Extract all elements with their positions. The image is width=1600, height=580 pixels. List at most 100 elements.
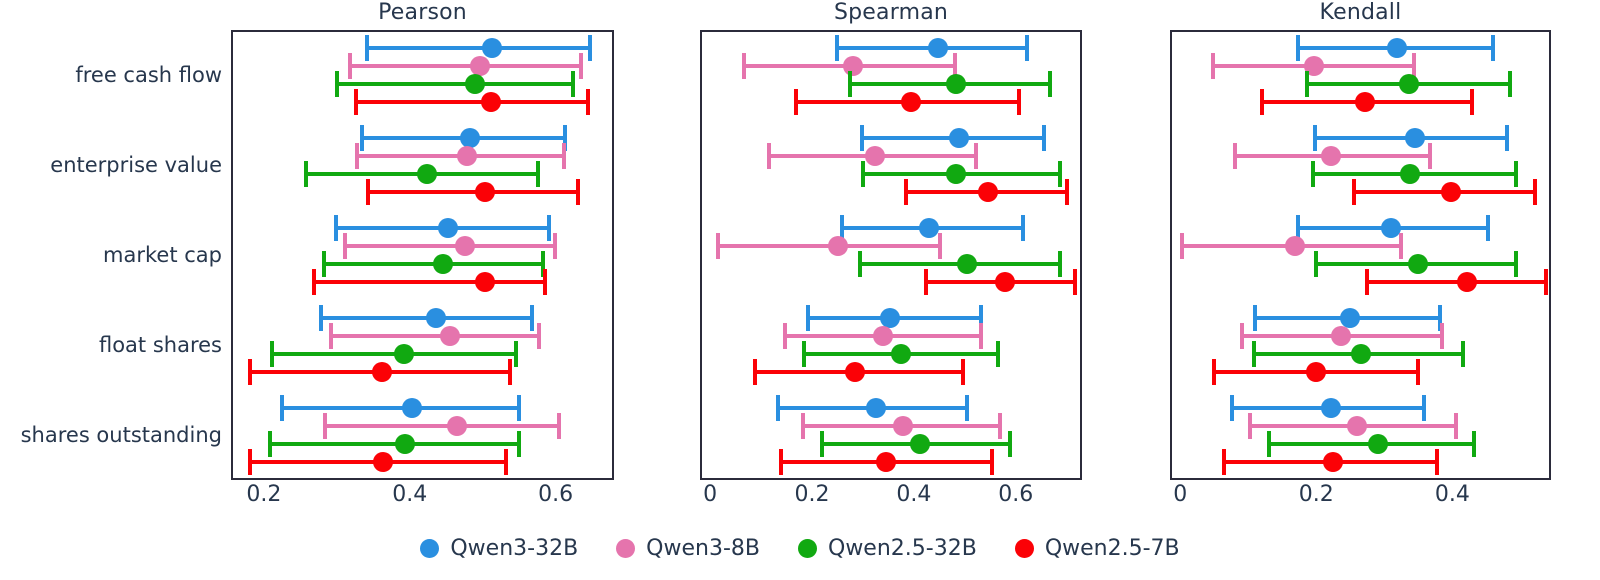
data-point-marker — [1350, 344, 1371, 364]
data-point-marker — [827, 236, 848, 256]
error-bar-cap-low — [1251, 341, 1256, 367]
legend-label: Qwen2.5-7B — [1044, 535, 1180, 561]
data-point-marker — [879, 308, 900, 328]
error-bar-cap-low — [860, 161, 865, 187]
error-bar-cap-high — [513, 341, 518, 367]
error-bar-cap-low — [778, 449, 783, 475]
error-bar-cap-high — [1415, 359, 1420, 385]
legend-item-Qwen2.5-7B[interactable]: Qwen2.5-7B — [1014, 535, 1180, 561]
error-bar-cap-high — [1057, 161, 1062, 187]
error-bar-cap-low — [269, 341, 274, 367]
error-bar-cap-low — [819, 431, 824, 457]
error-bar-cap-low — [805, 305, 810, 331]
data-point-marker — [1284, 236, 1305, 256]
data-point-marker — [927, 38, 948, 58]
error-bar-cap-high — [1007, 431, 1012, 457]
error-bar-line — [268, 442, 521, 446]
error-bar-cap-high — [1427, 143, 1432, 169]
error-bar-cap-low — [1312, 125, 1317, 151]
error-bar-cap-high — [1507, 71, 1512, 97]
x-tick-label: 0.2 — [794, 482, 830, 507]
data-point-marker — [1321, 398, 1342, 418]
data-point-marker — [456, 146, 477, 166]
error-bar-cap-low — [834, 35, 839, 61]
legend-item-Qwen3-8B[interactable]: Qwen3-8B — [616, 536, 760, 561]
error-bar-line — [364, 46, 593, 50]
error-bar-cap-low — [860, 125, 865, 151]
error-bar-cap-high — [978, 305, 983, 331]
data-point-marker — [1321, 146, 1342, 166]
data-point-marker — [482, 38, 503, 58]
error-bar-cap-high — [960, 359, 965, 385]
error-bar-cap-low — [924, 269, 929, 295]
error-bar-cap-low — [303, 161, 308, 187]
data-point-marker — [1381, 218, 1402, 238]
data-point-marker — [948, 128, 969, 148]
error-bar-cap-high — [1440, 323, 1445, 349]
data-point-marker — [1355, 92, 1376, 112]
error-bar-cap-high — [1072, 269, 1077, 295]
legend-label: Qwen3-32B — [450, 535, 579, 561]
data-point-marker — [1347, 416, 1368, 436]
error-bar-cap-low — [1304, 71, 1309, 97]
data-point-marker — [455, 236, 476, 256]
data-point-marker — [1367, 434, 1388, 454]
data-point-marker — [425, 308, 446, 328]
error-bar-cap-low — [776, 395, 781, 421]
error-bar-cap-low — [840, 215, 845, 241]
data-point-marker — [1457, 272, 1478, 292]
error-bar-cap-high — [585, 89, 590, 115]
data-point-marker — [910, 434, 931, 454]
y-tick-label-float-shares: float shares — [98, 333, 222, 357]
error-bar-cap-low — [1310, 161, 1315, 187]
error-bar-cap-high — [996, 341, 1001, 367]
error-bar-cap-high — [1453, 413, 1458, 439]
data-point-marker — [843, 56, 864, 76]
error-bar-cap-high — [553, 233, 558, 259]
data-point-marker — [1400, 164, 1421, 184]
data-point-marker — [864, 146, 885, 166]
error-bar-cap-low — [753, 359, 758, 385]
error-bar-cap-low — [347, 53, 352, 79]
data-point-marker — [439, 326, 460, 346]
data-point-marker — [1306, 362, 1327, 382]
data-point-marker — [875, 452, 896, 472]
x-tick-label: 0.2 — [246, 482, 282, 507]
error-bar-cap-high — [1490, 35, 1495, 61]
error-bar-cap-high — [964, 395, 969, 421]
data-point-marker — [460, 128, 481, 148]
data-point-marker — [892, 416, 913, 436]
x-tick-label: 0 — [1173, 482, 1188, 507]
error-bar-cap-low — [1314, 251, 1319, 277]
error-bar-cap-low — [1253, 305, 1257, 331]
plot-inner — [1170, 30, 1551, 480]
error-bar-line — [329, 334, 542, 338]
error-bar-cap-high — [1020, 215, 1025, 241]
data-point-marker — [1408, 254, 1429, 274]
error-bar-cap-high — [563, 125, 568, 151]
error-bar-cap-low — [903, 179, 908, 205]
data-point-marker — [1404, 128, 1425, 148]
data-point-marker — [401, 398, 422, 418]
data-point-marker — [373, 452, 394, 472]
error-bar-cap-low — [360, 125, 365, 151]
error-bar-cap-low — [353, 89, 358, 115]
data-point-marker — [437, 218, 458, 238]
error-bar-cap-high — [537, 323, 542, 349]
error-bar-cap-low — [247, 449, 252, 475]
error-bar-cap-high — [1514, 251, 1519, 277]
error-bar-cap-high — [1434, 449, 1439, 475]
data-point-marker — [470, 56, 491, 76]
error-bar-cap-low — [329, 323, 334, 349]
data-point-marker — [1386, 38, 1407, 58]
legend-marker-icon — [798, 538, 817, 558]
panel-title: Kendall — [1319, 0, 1402, 25]
error-bar-cap-high — [1412, 53, 1417, 79]
error-bar-line — [353, 100, 590, 104]
x-tick-label: 0.4 — [392, 482, 428, 507]
legend-item-Qwen3-32B[interactable]: Qwen3-32B — [420, 536, 578, 561]
error-bar-cap-high — [1065, 179, 1070, 205]
error-bar-cap-low — [801, 341, 806, 367]
legend-item-Qwen2.5-32B[interactable]: Qwen2.5-32B — [798, 536, 977, 561]
